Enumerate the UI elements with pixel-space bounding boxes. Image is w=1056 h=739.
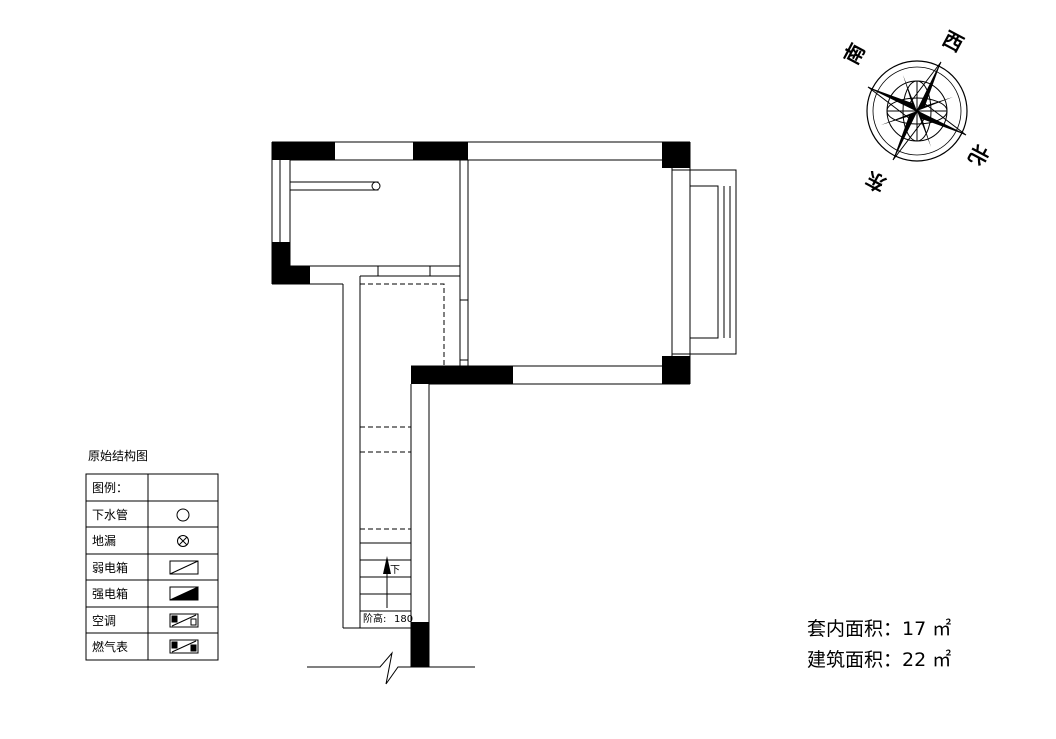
legend-label-air-conditioner: 空调 xyxy=(92,614,116,628)
compass-west-label: 西 xyxy=(939,26,968,57)
compass-north-label: 北 xyxy=(963,141,994,170)
wall-blocks xyxy=(272,142,690,667)
strong-current-box-icon xyxy=(169,586,199,601)
drawing-title: 原始结构图 xyxy=(88,448,148,463)
compass-south-label: 南 xyxy=(839,39,870,68)
compass-rose-icon xyxy=(866,60,968,162)
weak-current-box-icon xyxy=(169,560,199,575)
interior-area-text: 套内面积：17 ㎡ xyxy=(807,617,951,640)
floor-plan xyxy=(271,141,737,685)
air-conditioner-icon xyxy=(169,613,199,628)
legend-header: 图例： xyxy=(92,481,128,495)
drain-pipe-circle-icon xyxy=(176,508,190,522)
legend-label-gas-meter: 燃气表 xyxy=(92,639,128,654)
floor-drain-icon xyxy=(177,535,189,547)
legend-label-drain-pipe: 下水管 xyxy=(92,507,128,522)
step-height-value: 180 xyxy=(394,614,413,625)
legend-table xyxy=(85,473,219,661)
step-height-label: 阶高: xyxy=(363,612,386,625)
compass-east-label: 东 xyxy=(861,166,890,197)
legend-label-strong-current-box: 强电箱 xyxy=(92,586,128,601)
legend-label-weak-current-box: 弱电箱 xyxy=(92,560,128,575)
stair-direction-arrow-icon xyxy=(383,556,391,608)
gas-meter-icon xyxy=(169,639,199,654)
drain-pipe-marker xyxy=(371,181,381,191)
building-area-text: 建筑面积：22 ㎡ xyxy=(807,648,951,671)
legend-label-floor-drain: 地漏 xyxy=(92,534,116,548)
stair-direction-label: 下 xyxy=(390,565,400,576)
